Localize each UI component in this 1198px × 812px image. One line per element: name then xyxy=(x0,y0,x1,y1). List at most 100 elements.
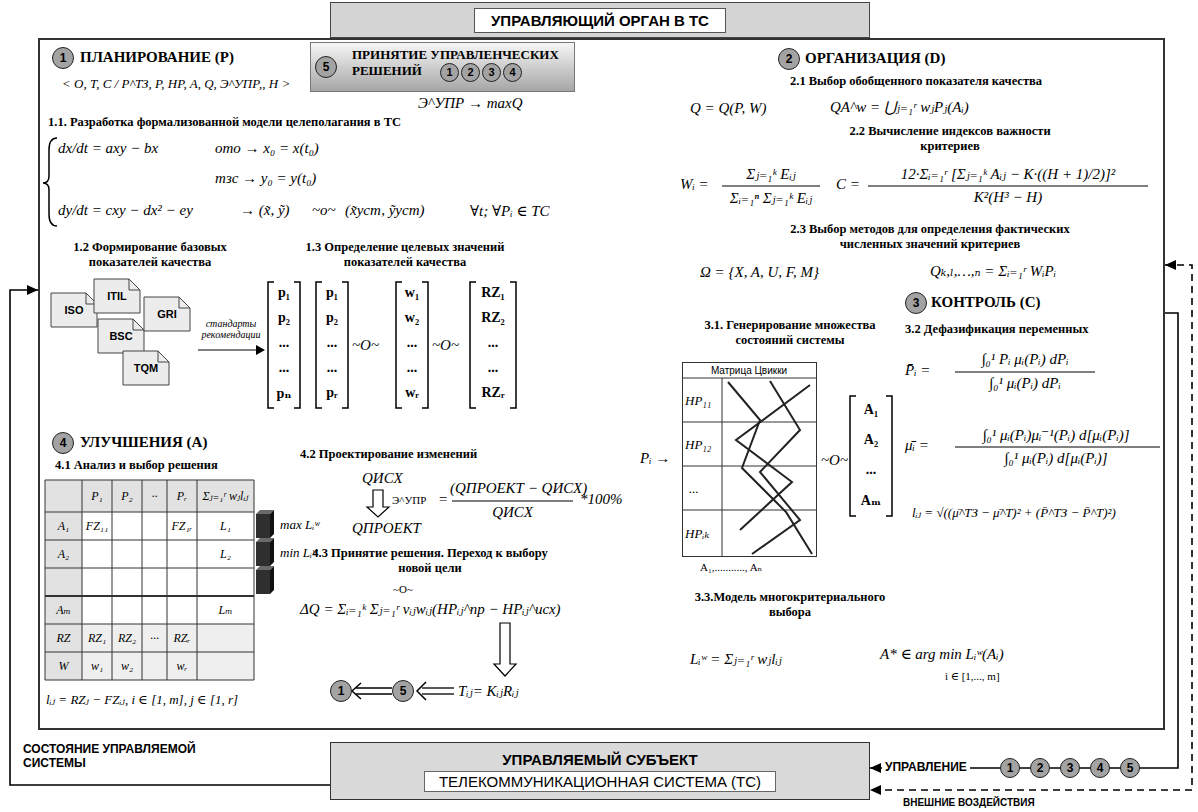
standard-document-icon: ISO xyxy=(50,292,98,328)
double-arrow-line xyxy=(422,687,454,688)
table-cell: Pᵣ xyxy=(167,489,197,504)
document-fold xyxy=(133,319,144,330)
vector-entry: Aₘ xyxy=(852,492,890,509)
standards-arrow xyxy=(198,349,258,350)
note: ~O~ xyxy=(393,583,413,595)
table-cell: P₂ xyxy=(112,489,142,504)
table-cell: ··· xyxy=(142,631,167,646)
standard-document-icon: ITIL xyxy=(93,278,141,314)
rank-bar xyxy=(256,570,270,594)
section-heading: УЛУЧШЕНИЯ (A) xyxy=(80,434,207,451)
subsection-heading: 4.1 Анализ и выбор решения xyxy=(55,458,218,473)
formula: QИСХ xyxy=(450,504,575,521)
formula: ∫₀¹ μᵢ(Pᵢ) dPᵢ xyxy=(950,375,1100,392)
hollow-arrow xyxy=(494,623,516,676)
table-line xyxy=(112,480,113,680)
connector-line xyxy=(870,265,1192,790)
double-arrow-head xyxy=(417,682,426,700)
table-cell: RZ xyxy=(45,631,82,646)
vector-entry: pₙ xyxy=(270,385,298,402)
table-grid xyxy=(45,480,254,680)
table-line xyxy=(82,480,83,680)
formula: (x̃уст, ỹуст) xyxy=(345,202,424,219)
formula: QИСХ xyxy=(362,470,403,487)
step-number: 4 xyxy=(509,67,515,78)
subsection-heading: 1.3 Определение целевых значений показат… xyxy=(270,240,540,270)
connector-line xyxy=(870,313,1178,768)
table-line xyxy=(45,480,254,481)
matrix-title: Матрица Цвикки xyxy=(683,365,815,376)
control-step-circle: 4 xyxy=(1090,758,1110,778)
vector-bracket xyxy=(850,396,892,516)
vector-entry: w₁ xyxy=(398,285,426,301)
step-number: 1 xyxy=(60,52,67,64)
standard-name: BSC xyxy=(109,330,132,342)
zwicky-grid xyxy=(682,378,817,557)
standard-document-icon: TQM xyxy=(122,350,170,386)
document-fold xyxy=(179,297,190,308)
document-fold xyxy=(129,279,140,290)
step-number: 4 xyxy=(1097,762,1104,774)
vector-bracket xyxy=(268,282,300,408)
table-cell: FZ₁ᵣ xyxy=(167,519,197,534)
table-line xyxy=(45,595,254,597)
fraction-bar xyxy=(868,186,1148,187)
step-number: 3 xyxy=(488,67,494,78)
connector xyxy=(870,313,1178,773)
step-number: 3 xyxy=(913,297,920,309)
table-cell: L₁ xyxy=(197,519,254,534)
formula: ото → x₀ = x(t₀) xyxy=(215,140,319,157)
vector-entry: A₁ xyxy=(852,402,890,418)
table-cell: w₁ xyxy=(82,659,112,674)
formula: QA^w = ⋃ⱼ₌₁ʳ wⱼPⱼ(Aᵢ) xyxy=(830,98,969,116)
step-number: 1 xyxy=(338,685,345,697)
vector-entry: ... xyxy=(472,335,514,351)
vector-entry: ... xyxy=(318,360,346,376)
formula: ~O~ xyxy=(432,337,459,354)
subsection-heading: 3.3.Модель многокритериального выбора xyxy=(680,590,900,620)
vector-entry: A₂ xyxy=(852,432,890,448)
table-line xyxy=(167,480,168,680)
rank-bar xyxy=(256,514,270,538)
fraction-bar xyxy=(452,501,573,502)
vector-bracket xyxy=(470,282,516,408)
step-number: 2 xyxy=(1037,762,1044,774)
title-tab: УПРАВЛЯЮЩИЙ ОРГАН В ТС xyxy=(330,2,870,38)
step-number-circle: 2 xyxy=(778,48,800,70)
connector-label: УПРАВЛЕНИЕ xyxy=(882,760,970,774)
formula: μ̄ᵢ = xyxy=(905,437,929,454)
step-number: 1 xyxy=(446,67,452,78)
formula: ~O~ xyxy=(821,452,848,469)
connector-line xyxy=(356,687,392,688)
vector-entry: ... xyxy=(398,360,426,376)
connector-label: СОСТОЯНИЕ УПРАВЛЯЕМОЙ СИСТЕМЫ xyxy=(20,742,220,771)
formula: dx/dt = axy − bx xyxy=(58,140,158,157)
table-cell: W xyxy=(45,659,82,674)
note: стандарты рекомендации xyxy=(198,318,264,340)
table-cell: A₂ xyxy=(45,547,82,562)
formula: *100% xyxy=(580,491,623,508)
table-line xyxy=(45,512,254,513)
connector xyxy=(352,683,392,699)
section-heading: ОРГАНИЗАЦИЯ (D) xyxy=(805,50,945,67)
step-number-circle: 4 xyxy=(503,63,522,82)
rank-bar-side xyxy=(270,510,274,538)
document-outline xyxy=(123,351,169,385)
formula: ~O~ xyxy=(352,337,379,354)
matrix-line xyxy=(682,466,817,467)
vector-entry: RZ₁ xyxy=(472,285,514,301)
formula: min Lᵢʷ xyxy=(280,545,317,561)
formula: → (x̃, ỹ) xyxy=(240,202,290,219)
formula: lᵢⱼ = RZⱼ − FZᵢⱼ, i ∈ [1, m], j ∈ [1, r] xyxy=(46,692,238,708)
formula: QПРОЕКТ xyxy=(352,520,421,537)
step-number-circle: 1 xyxy=(52,47,74,69)
zwicky-path xyxy=(752,381,800,554)
formula: Э^УПР → maxQ xyxy=(418,95,523,112)
step-number-circle: 4 xyxy=(52,432,74,454)
step-number-circle: 1 xyxy=(440,63,459,82)
table-cell: ·· xyxy=(142,489,167,504)
step-number: 2 xyxy=(786,53,793,65)
formula: ∫₀¹ Pᵢ μᵢ(Pᵢ) dPᵢ xyxy=(950,351,1100,368)
subsection-heading: 3.1. Генерирование множества состояний с… xyxy=(680,318,900,348)
table-shade xyxy=(45,480,254,512)
